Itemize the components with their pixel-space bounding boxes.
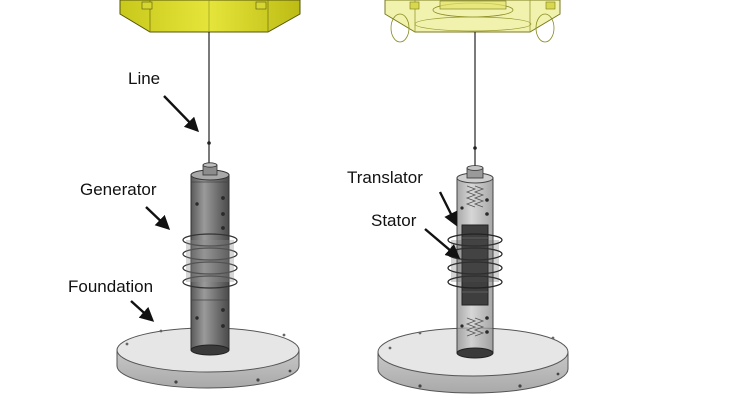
label-foundation: Foundation [68, 277, 154, 296]
right-generator [447, 165, 503, 359]
left-assembly [116, 0, 301, 389]
pointer-arrows [130, 95, 461, 322]
right-buoy [384, 0, 561, 43]
left-generator [182, 162, 238, 356]
arrow-line [163, 95, 200, 133]
left-foundation-plate [116, 327, 300, 389]
label-generator: Generator [80, 180, 157, 199]
arrow-generator [145, 206, 171, 230]
left-buoy [119, 0, 301, 33]
right-assembly [377, 0, 569, 394]
label-line: Line [128, 69, 161, 88]
arrow-stator [424, 228, 461, 259]
arrow-translator [438, 191, 458, 227]
label-stator: Stator [371, 211, 417, 230]
label-translator: Translator [347, 168, 423, 187]
arrow-foundation [130, 300, 155, 322]
right-foundation-plate [377, 327, 569, 394]
